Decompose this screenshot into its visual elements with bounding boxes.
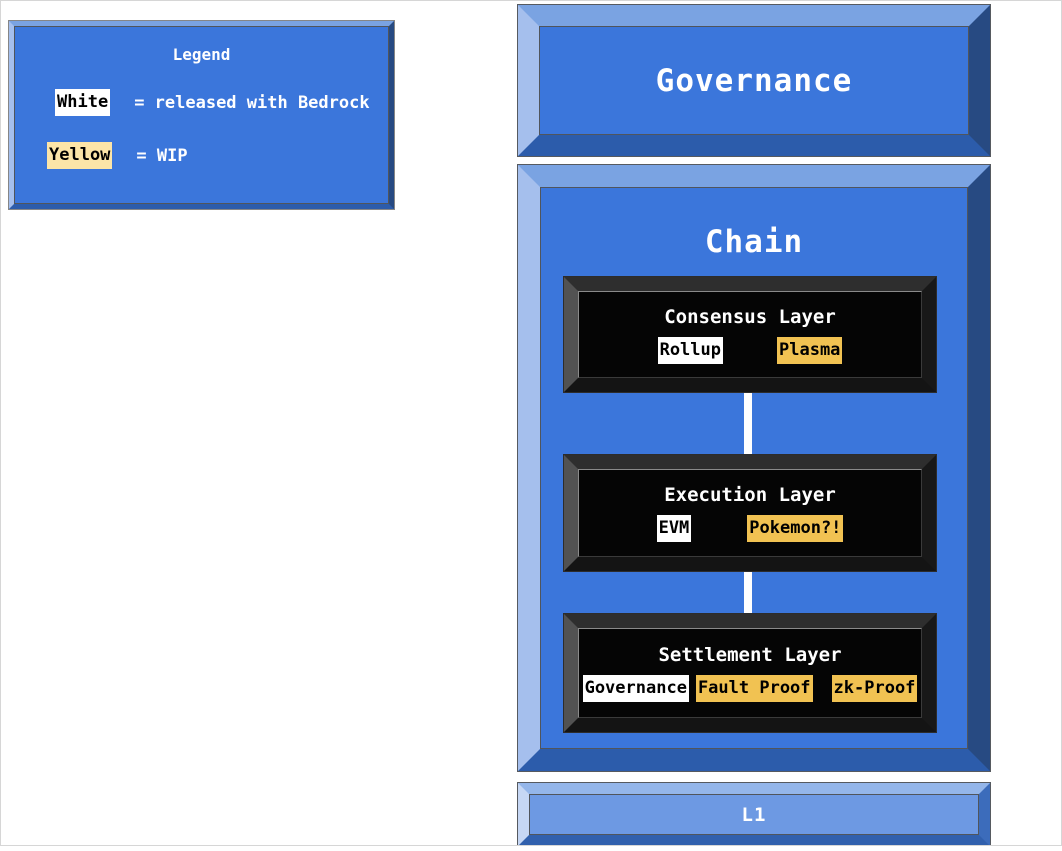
legend-face: Legend White = released with Bedrock Yel… [14,26,389,204]
consensus-layer-box: Consensus Layer Rollup Plasma [564,277,936,392]
settlement-layer-title: Settlement Layer [658,644,842,666]
execution-layer-box: Execution Layer EVM Pokemon?! [564,455,936,571]
legend-entry-white-desc: = released with Bedrock [134,92,370,113]
chip-evm: EVM [656,515,692,542]
governance-box: Governance [518,5,990,156]
chip-rollup: Rollup [657,336,723,364]
execution-layer-face: Execution Layer EVM Pokemon?! [578,469,922,557]
governance-title: Governance [655,62,853,99]
chip-zk-proof: zk-Proof [831,675,918,702]
legend-chip-yellow: Yellow [47,142,113,169]
chip-pokemon: Pokemon?! [747,515,844,542]
legend-entry-yellow: Yellow = WIP [47,142,188,169]
execution-layer-title: Execution Layer [664,484,836,506]
legend-title: Legend [172,45,231,64]
legend-chip-white: White [55,89,111,116]
consensus-layer-title: Consensus Layer [664,305,836,328]
legend-box: Legend White = released with Bedrock Yel… [9,21,394,209]
legend-entry-yellow-desc: = WIP [136,145,188,166]
l1-box: L1 [518,783,990,845]
connector-execution-settlement [744,567,752,617]
legend-entry-white: White = released with Bedrock [55,89,370,116]
l1-title: L1 [741,803,767,826]
connector-consensus-execution [744,389,752,459]
chip-plasma: Plasma [777,336,843,364]
l1-face: L1 [529,794,979,835]
chain-title: Chain [704,224,804,260]
chip-governance: Governance [582,675,689,702]
chip-fault-proof: Fault Proof [695,675,813,702]
settlement-layer-face: Settlement Layer Governance Fault Proof … [578,628,922,718]
governance-face: Governance [539,26,969,135]
consensus-layer-face: Consensus Layer Rollup Plasma [578,291,922,378]
settlement-layer-box: Settlement Layer Governance Fault Proof … [564,614,936,732]
